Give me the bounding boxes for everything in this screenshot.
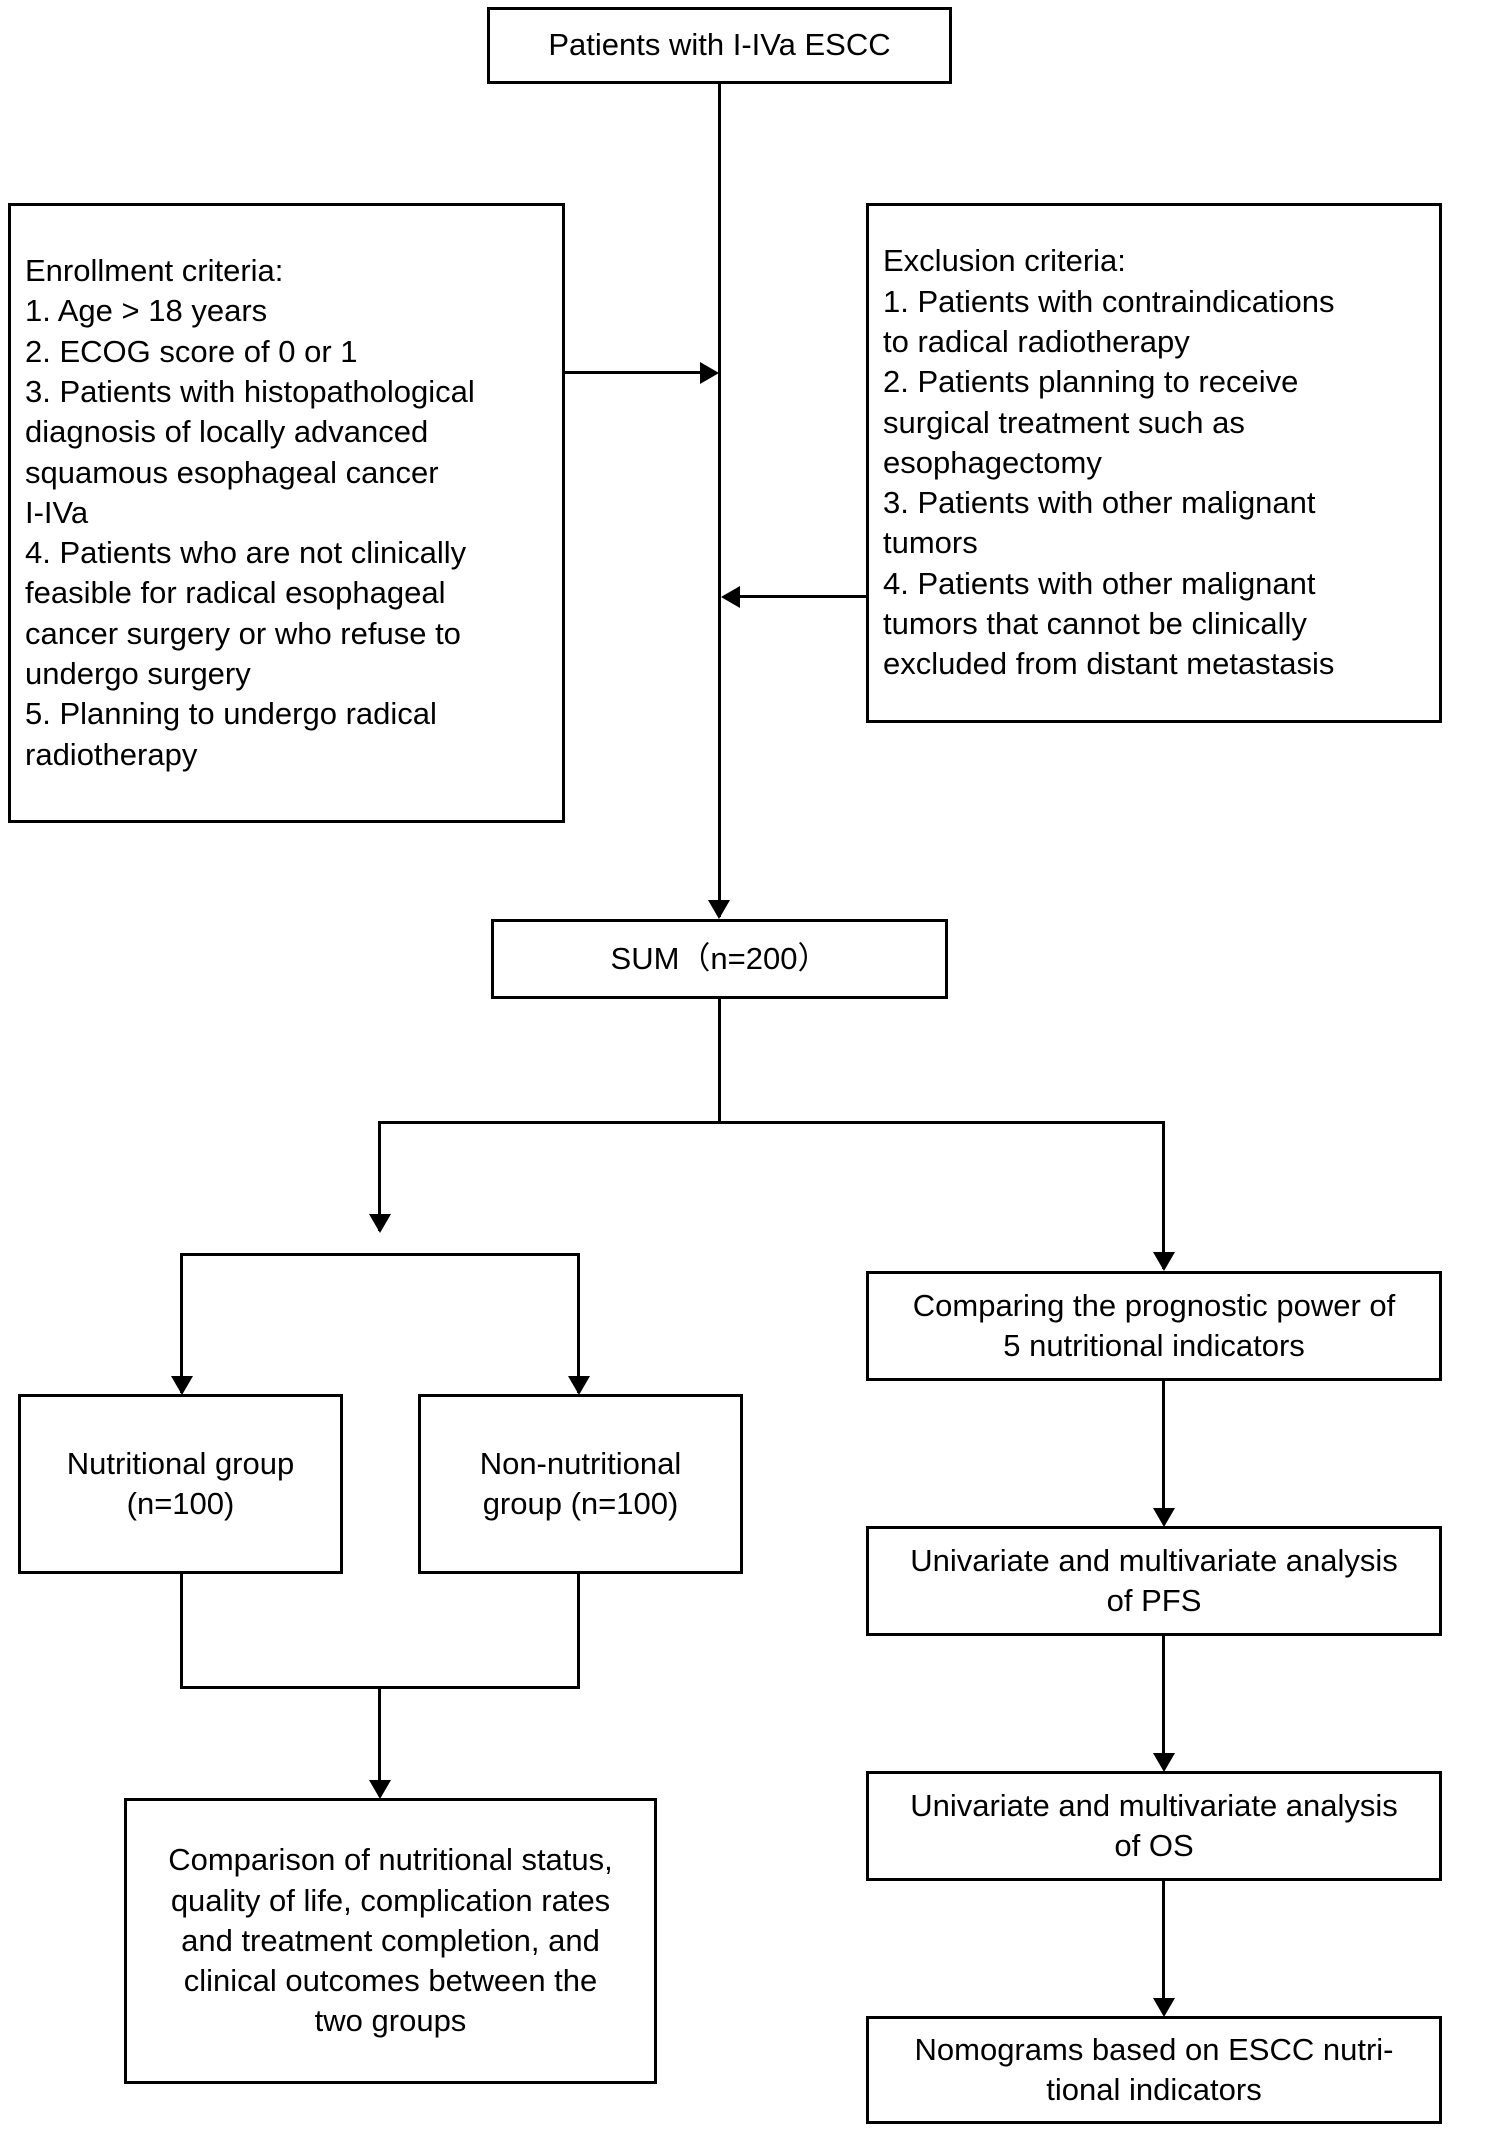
node-os-analysis-line2: of OS — [1114, 1828, 1194, 1863]
node-os-analysis: Univariate and multivariate analysis of … — [866, 1771, 1442, 1881]
node-comparison-line5: two groups — [314, 2003, 467, 2039]
connector-to-non-nutritional-group — [577, 1253, 580, 1393]
enrollment-item: squamous esophageal cancer — [25, 454, 439, 490]
node-nutritional-group-line2: (n=100) — [126, 1486, 235, 1521]
node-comparison-line1: Comparison of nutritional status, — [168, 1842, 613, 1878]
node-prognostic-power-line2: 5 nutritional indicators — [1003, 1328, 1305, 1363]
exclusion-heading: Exclusion criteria: — [883, 243, 1126, 279]
enrollment-item: undergo surgery — [25, 656, 251, 692]
arrowhead-enrollment-to-trunk — [700, 362, 719, 384]
exclusion-item: surgical treatment such as — [883, 404, 1245, 440]
arrowhead-split-left — [369, 1214, 391, 1233]
node-non-nutritional-group-line2: group (n=100) — [482, 1486, 679, 1521]
node-nutritional-group: Nutritional group (n=100) — [18, 1394, 343, 1574]
enrollment-item: 2. ECOG score of 0 or 1 — [25, 333, 358, 369]
node-os-analysis-line1: Univariate and multivariate analysis — [910, 1787, 1398, 1823]
connector-os-to-nomograms — [1162, 1881, 1165, 2011]
exclusion-item: 3. Patients with other malignant — [883, 485, 1316, 521]
arrowhead-into-os — [1153, 1753, 1175, 1772]
arrowhead-into-comparison — [369, 1780, 391, 1799]
connector-sum-down — [718, 999, 721, 1121]
enrollment-item: 5. Planning to undergo radical — [25, 696, 437, 732]
node-pfs-analysis-line2: of PFS — [1106, 1583, 1202, 1618]
arrowhead-into-nomograms — [1153, 1998, 1175, 2017]
enrollment-item: I-IVa — [25, 494, 89, 530]
connector-pfs-to-os — [1162, 1636, 1165, 1766]
arrowhead-split-right — [1153, 1252, 1175, 1271]
node-nomograms: Nomograms based on ESCC nutri- tional in… — [866, 2016, 1442, 2124]
connector-nutritional-group-down — [180, 1574, 183, 1686]
node-exclusion-criteria: Exclusion criteria: 1. Patients with con… — [866, 203, 1442, 723]
enrollment-item: radiotherapy — [25, 736, 198, 772]
connector-exclusion-to-trunk — [736, 595, 868, 598]
connector-top-to-sum — [718, 84, 721, 917]
arrowhead-into-pfs — [1153, 1508, 1175, 1527]
arrowhead-non-nutritional-group — [568, 1376, 590, 1395]
enrollment-item: feasible for radical esophageal — [25, 575, 446, 611]
node-prognostic-power: Comparing the prognostic power of 5 nutr… — [866, 1271, 1442, 1381]
node-enrollment-criteria: Enrollment criteria: 1. Age > 18 years 2… — [8, 203, 565, 823]
exclusion-item: to radical radiotherapy — [883, 323, 1190, 359]
node-sum-label: SUM（n=200） — [610, 940, 829, 976]
connector-split-left — [378, 1121, 381, 1231]
node-pfs-analysis-line1: Univariate and multivariate analysis — [910, 1542, 1398, 1578]
enrollment-item: 1. Age > 18 years — [25, 293, 268, 329]
connector-non-nutritional-group-down — [577, 1574, 580, 1686]
node-sum: SUM（n=200） — [491, 919, 948, 999]
node-nomograms-line2: tional indicators — [1046, 2072, 1262, 2107]
exclusion-item: excluded from distant metastasis — [883, 646, 1335, 682]
arrowhead-nutritional-group — [171, 1376, 193, 1395]
node-non-nutritional-group-line1: Non-nutritional — [479, 1445, 682, 1481]
enrollment-heading: Enrollment criteria: — [25, 253, 284, 289]
connector-merge-to-comparison — [378, 1686, 381, 1796]
enrollment-item: 4. Patients who are not clinically — [25, 535, 467, 571]
node-nutritional-group-line1: Nutritional group — [66, 1445, 295, 1481]
connector-split-right — [1162, 1121, 1165, 1269]
node-pfs-analysis: Univariate and multivariate analysis of … — [866, 1526, 1442, 1636]
node-patients-escc: Patients with I-IVa ESCC — [487, 7, 952, 84]
exclusion-item: 1. Patients with contraindications — [883, 283, 1335, 319]
node-comparison: Comparison of nutritional status, qualit… — [124, 1798, 657, 2084]
connector-prognostic-to-pfs — [1162, 1381, 1165, 1521]
node-patients-escc-label: Patients with I-IVa ESCC — [548, 27, 891, 63]
exclusion-item: 2. Patients planning to receive — [883, 364, 1299, 400]
exclusion-item: 4. Patients with other malignant — [883, 565, 1316, 601]
arrowhead-into-sum — [708, 900, 730, 919]
node-prognostic-power-line1: Comparing the prognostic power of — [912, 1287, 1396, 1323]
connector-enrollment-to-trunk — [565, 371, 703, 374]
split-bar-main — [378, 1121, 1165, 1124]
connector-to-nutritional-group — [180, 1253, 183, 1393]
enrollment-item: diagnosis of locally advanced — [25, 414, 429, 450]
exclusion-item: tumors that cannot be clinically — [883, 606, 1307, 642]
split-bar-groups — [180, 1253, 580, 1256]
node-nomograms-line1: Nomograms based on ESCC nutri- — [914, 2031, 1394, 2067]
node-comparison-line4: clinical outcomes between the — [183, 1963, 598, 1999]
enrollment-item: cancer surgery or who refuse to — [25, 615, 461, 651]
node-comparison-line2: quality of life, complication rates — [170, 1882, 611, 1918]
exclusion-item: tumors — [883, 525, 978, 561]
arrowhead-exclusion-to-trunk — [721, 586, 740, 608]
node-comparison-line3: and treatment completion, and — [181, 1922, 600, 1958]
enrollment-item: 3. Patients with histopathological — [25, 373, 475, 409]
node-non-nutritional-group: Non-nutritional group (n=100) — [418, 1394, 743, 1574]
exclusion-item: esophagectomy — [883, 444, 1102, 480]
